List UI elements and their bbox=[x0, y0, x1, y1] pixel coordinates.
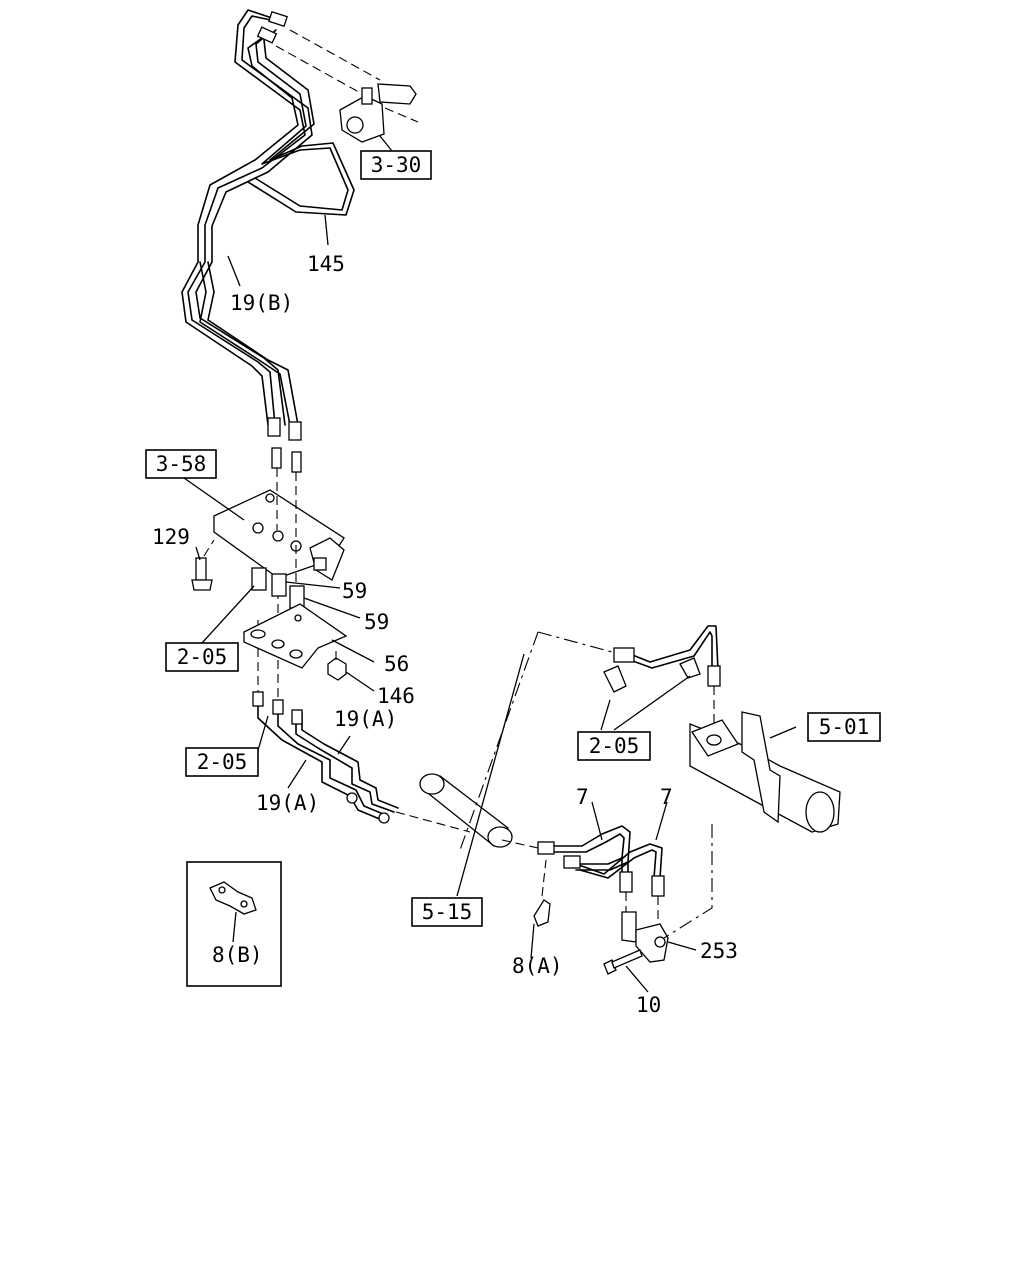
label-19a-lower: 19(A) bbox=[256, 791, 319, 815]
bolt-10 bbox=[603, 949, 643, 975]
label-145: 145 bbox=[307, 252, 345, 276]
svg-text:2-05: 2-05 bbox=[197, 750, 248, 774]
plate-56 bbox=[243, 603, 348, 669]
inset-box-8b bbox=[186, 861, 282, 987]
ref-box-2-05-c: 2-05 bbox=[577, 731, 651, 761]
clip-8b bbox=[209, 881, 257, 915]
pipe-flare-nuts-top bbox=[256, 10, 302, 473]
tee-fitting-253 bbox=[621, 911, 669, 963]
svg-text:2-05: 2-05 bbox=[177, 645, 228, 669]
frame-bracket-5-01 bbox=[689, 711, 841, 833]
ref-box-2-05-a: 2-05 bbox=[165, 642, 239, 672]
cross-member-5-15 bbox=[419, 773, 513, 848]
ref-box-5-15: 5-15 bbox=[411, 897, 483, 927]
nut-146 bbox=[327, 657, 347, 681]
label-253: 253 bbox=[700, 939, 738, 963]
label-59-a: 59 bbox=[342, 579, 367, 603]
reference-line-5-01 bbox=[663, 824, 713, 939]
ref-box-3-30: 3-30 bbox=[360, 150, 432, 180]
ref-box-5-01: 5-01 bbox=[807, 712, 881, 742]
label-56: 56 bbox=[384, 652, 409, 676]
label-129: 129 bbox=[152, 525, 190, 549]
label-7-a: 7 bbox=[576, 785, 589, 809]
pipe-19b-group bbox=[181, 9, 355, 426]
svg-text:2-05: 2-05 bbox=[589, 734, 640, 758]
leader-lines bbox=[183, 135, 797, 993]
bolt-129 bbox=[191, 557, 213, 591]
label-19b: 19(B) bbox=[230, 291, 293, 315]
bracket-3-58 bbox=[213, 489, 345, 581]
label-146: 146 bbox=[377, 684, 415, 708]
ref-box-3-58: 3-58 bbox=[145, 449, 217, 479]
svg-text:5-01: 5-01 bbox=[819, 715, 870, 739]
pipe-flare-nuts-lower bbox=[252, 691, 390, 824]
svg-text:3-58: 3-58 bbox=[156, 452, 207, 476]
label-59-b: 59 bbox=[364, 610, 389, 634]
label-7-b: 7 bbox=[660, 785, 673, 809]
label-8a: 8(A) bbox=[512, 954, 563, 978]
pipe-19a-group bbox=[257, 699, 399, 821]
label-10: 10 bbox=[636, 993, 661, 1017]
master-cylinder-joint-part bbox=[339, 83, 417, 143]
pipe-upper-right bbox=[613, 625, 721, 687]
ref-box-2-05-b: 2-05 bbox=[185, 747, 259, 777]
clip-upper-right bbox=[603, 657, 701, 693]
svg-text:5-15: 5-15 bbox=[422, 900, 473, 924]
spacer-59 bbox=[251, 567, 305, 609]
reference-line-5-15 bbox=[459, 631, 613, 851]
svg-text:3-30: 3-30 bbox=[371, 153, 422, 177]
pipe-7-group bbox=[537, 825, 665, 897]
label-19a-upper: 19(A) bbox=[334, 707, 397, 731]
label-8b: 8(B) bbox=[212, 943, 263, 967]
clip-8a bbox=[533, 899, 551, 927]
